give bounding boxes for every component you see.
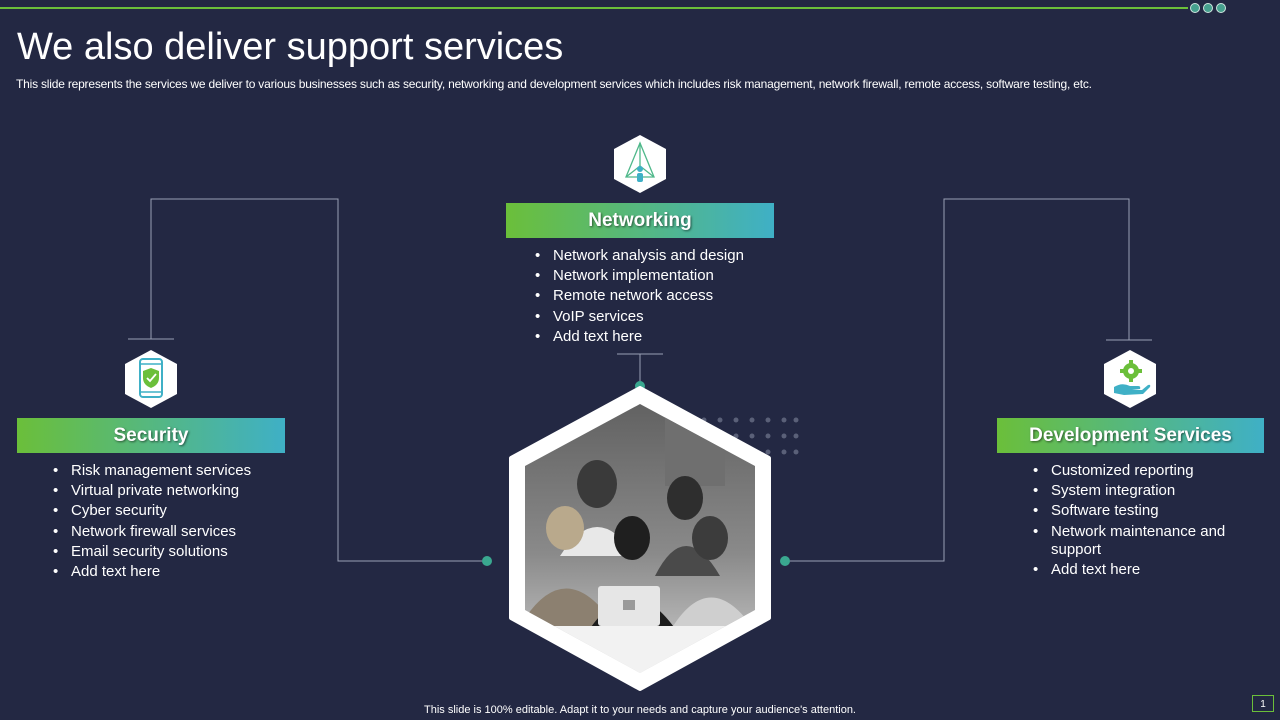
list-item: Network firewall services	[53, 522, 293, 542]
network-person-icon	[614, 135, 666, 193]
page-subtitle: This slide represents the services we de…	[16, 77, 1092, 91]
footer-note: This slide is 100% editable. Adapt it to…	[424, 704, 856, 716]
connector-dot-right	[780, 556, 790, 566]
connector-development	[785, 198, 1130, 562]
gear-hand-icon	[1104, 350, 1156, 408]
list-item: Add text here	[535, 327, 795, 347]
list-item: Network maintenance and support	[1033, 523, 1248, 559]
team-photo	[509, 386, 771, 691]
list-item: Customized reporting	[1033, 461, 1248, 481]
list-item: System integration	[1033, 481, 1248, 501]
list-item: Add text here	[53, 562, 293, 582]
mobile-shield-icon	[125, 350, 177, 408]
list-item: Add text here	[1033, 560, 1248, 580]
list-item: Remote network access	[535, 286, 795, 306]
list-item: VoIP services	[535, 307, 795, 327]
page-number: 1	[1252, 695, 1274, 712]
page-title: We also deliver support services	[17, 26, 564, 68]
list-item: Risk management services	[53, 461, 293, 481]
list-item: Network analysis and design	[535, 246, 795, 266]
connector-dot-left	[482, 556, 492, 566]
decor-dot	[1190, 3, 1200, 13]
security-list: Risk management services Virtual private…	[53, 461, 293, 582]
connector-security	[150, 198, 487, 562]
list-item: Software testing	[1033, 501, 1248, 521]
list-item: Network implementation	[535, 266, 795, 286]
list-item: Virtual private networking	[53, 481, 293, 501]
list-item: Email security solutions	[53, 542, 293, 562]
list-item: Cyber security	[53, 501, 293, 521]
development-heading: Development Services	[997, 418, 1264, 453]
top-accent-line	[0, 7, 1188, 9]
networking-heading: Networking	[506, 203, 774, 238]
decor-dot	[1216, 3, 1226, 13]
development-list: Customized reporting System integration …	[1033, 461, 1248, 580]
networking-list: Network analysis and design Network impl…	[535, 246, 795, 347]
decor-dot	[1203, 3, 1213, 13]
security-heading: Security	[17, 418, 285, 453]
